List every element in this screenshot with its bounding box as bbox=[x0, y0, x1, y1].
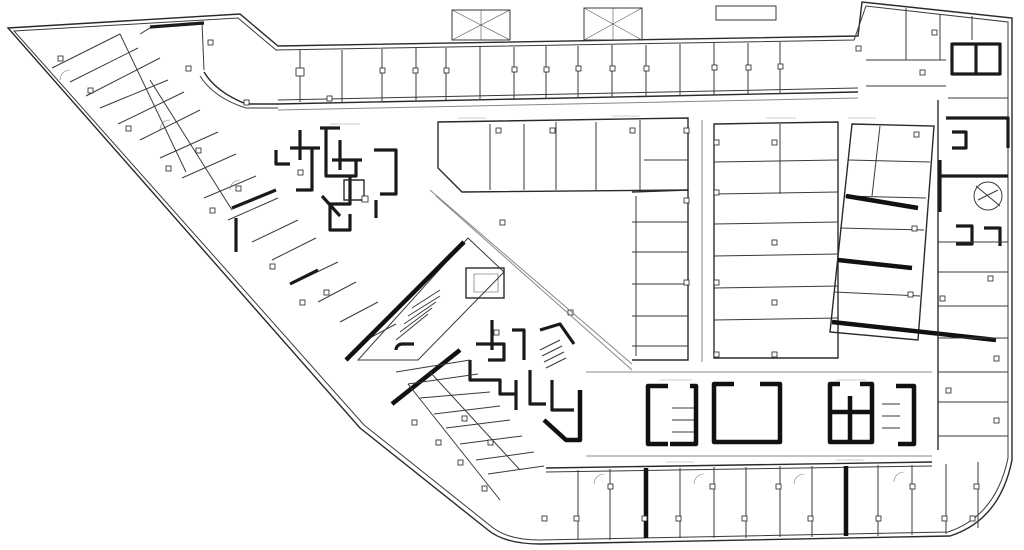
central-stair-hall bbox=[344, 219, 506, 406]
middle-rooms bbox=[631, 117, 876, 361]
bottom-room-row bbox=[541, 459, 980, 540]
courtyard-block bbox=[437, 115, 690, 193]
service-cores bbox=[645, 379, 917, 447]
east-block bbox=[829, 123, 997, 343]
outer-envelope bbox=[6, 1, 1013, 545]
roof-hatches bbox=[451, 5, 777, 41]
northeast-rooms bbox=[855, 8, 1010, 450]
southwest-rooms bbox=[395, 359, 545, 501]
corridor-lines bbox=[277, 97, 932, 457]
top-room-row bbox=[277, 42, 859, 105]
core-north bbox=[274, 123, 398, 232]
core-south bbox=[468, 309, 583, 443]
